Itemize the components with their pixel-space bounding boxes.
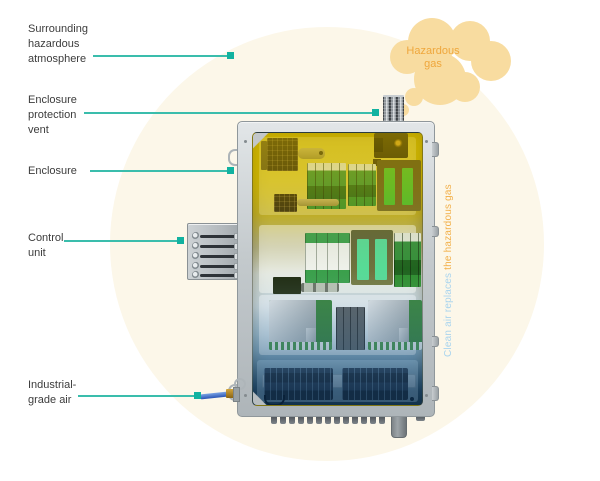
cable-gland bbox=[370, 415, 376, 424]
callout-line bbox=[84, 112, 373, 114]
gas-gradient-overlay bbox=[253, 133, 422, 405]
callout-marker bbox=[372, 109, 379, 116]
frame-screw bbox=[425, 394, 428, 397]
label-line: Industrial- bbox=[28, 379, 77, 391]
label-line: unit bbox=[28, 247, 46, 259]
label-line: vent bbox=[28, 124, 49, 136]
bulkhead-collar bbox=[233, 387, 240, 402]
cloud-label: Hazardous gas bbox=[394, 45, 472, 71]
control-unit-fitting bbox=[192, 232, 240, 240]
cable-gland bbox=[334, 415, 340, 424]
control-unit-fitting bbox=[192, 252, 240, 260]
cloud-label-line: gas bbox=[424, 58, 442, 70]
cloud-blob bbox=[450, 72, 480, 102]
callout-line bbox=[93, 55, 227, 57]
frame-screw bbox=[244, 394, 247, 397]
cable-gland bbox=[379, 415, 385, 424]
drain-stub bbox=[391, 415, 407, 438]
callout-line bbox=[64, 240, 177, 242]
control-unit-device bbox=[187, 223, 244, 280]
cable-gland bbox=[352, 415, 358, 424]
callout-line bbox=[78, 395, 194, 397]
cloud-tail-blob bbox=[405, 88, 423, 106]
frame-screw bbox=[244, 140, 247, 143]
label-line: hazardous bbox=[28, 38, 80, 50]
clean-air-flow-label: Clean air replaces the hazardous gas bbox=[443, 184, 454, 357]
control-unit-fitting bbox=[192, 262, 240, 270]
control-unit-fitting bbox=[192, 242, 240, 250]
cable-gland bbox=[316, 415, 322, 424]
callout-line bbox=[90, 170, 227, 172]
cable-gland bbox=[416, 415, 425, 421]
cable-gland bbox=[298, 415, 304, 424]
hinge-tab bbox=[432, 226, 439, 237]
label-line: Enclosure bbox=[28, 165, 77, 177]
callout-label: Industrial- grade air bbox=[28, 378, 76, 408]
callout-marker bbox=[177, 237, 184, 244]
enclosure-interior bbox=[252, 132, 423, 406]
cable-gland bbox=[307, 415, 313, 424]
label-line: protection bbox=[28, 109, 77, 121]
control-unit-fitting bbox=[192, 271, 240, 279]
frame-bevel bbox=[253, 133, 269, 149]
label-line: grade air bbox=[28, 394, 72, 406]
cable-gland bbox=[361, 415, 367, 424]
cable-gland bbox=[280, 415, 286, 424]
cable-gland bbox=[289, 415, 295, 424]
hinge-tab bbox=[432, 336, 439, 347]
flow-label-blue: Clean air replaces bbox=[443, 269, 454, 357]
callout-label: Enclosure protection vent bbox=[28, 93, 77, 138]
hinge-hook bbox=[228, 149, 238, 166]
label-line: Enclosure bbox=[28, 94, 77, 106]
frame-bevel bbox=[253, 391, 267, 405]
hinge-tab bbox=[432, 142, 439, 157]
cable-gland-row bbox=[271, 415, 391, 424]
protection-vent-pipe bbox=[383, 95, 404, 124]
cloud-blob bbox=[471, 41, 511, 81]
flow-label-orange: the hazardous gas bbox=[443, 184, 454, 270]
cable-gland bbox=[271, 415, 277, 424]
callout-label: Control unit bbox=[28, 231, 63, 261]
label-line: Surrounding bbox=[28, 23, 88, 35]
cable-gland bbox=[325, 415, 331, 424]
callout-marker bbox=[194, 392, 201, 399]
brass-fitting bbox=[226, 389, 234, 398]
cloud-label-line: Hazardous bbox=[406, 45, 460, 57]
callout-marker bbox=[227, 52, 234, 59]
callout-label: Enclosure bbox=[28, 164, 77, 179]
hinge-tab bbox=[432, 386, 439, 401]
frame-screw bbox=[425, 140, 428, 143]
enclosure-cabinet bbox=[237, 121, 439, 417]
wall-eyelet bbox=[234, 378, 246, 390]
label-line: Control bbox=[28, 232, 64, 244]
cable-gland bbox=[343, 415, 349, 424]
callout-label: Surrounding hazardous atmosphere bbox=[28, 22, 88, 67]
label-line: atmosphere bbox=[28, 53, 87, 65]
callout-marker bbox=[227, 167, 234, 174]
